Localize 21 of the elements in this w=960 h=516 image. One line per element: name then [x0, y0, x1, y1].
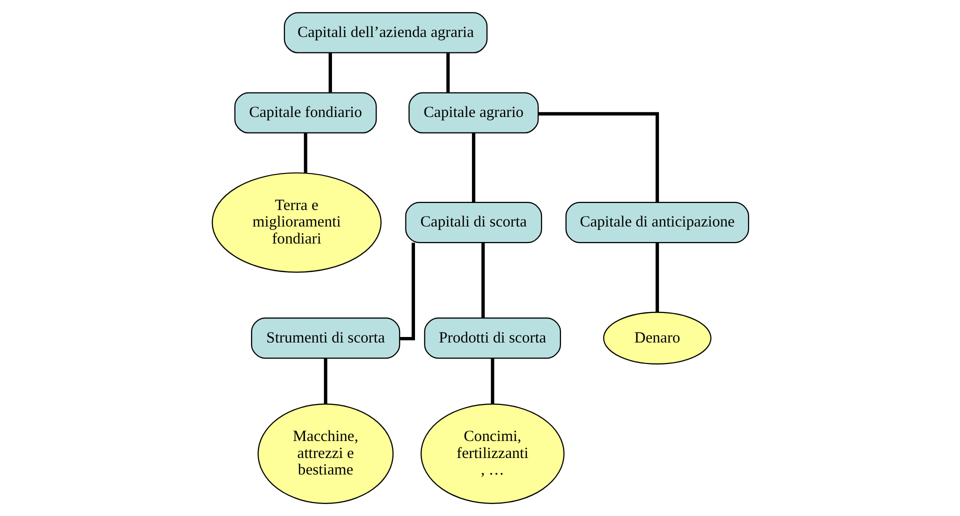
node-ellipse: Denaro [602, 312, 711, 364]
node-box: Capitale agrario [408, 92, 538, 134]
connector [399, 242, 414, 340]
connector [323, 358, 327, 404]
node-ellipse: Concimi, fertilizzanti , … [420, 404, 564, 504]
connector [538, 112, 658, 202]
node-box: Capitali dell’azienda agraria [283, 12, 488, 54]
node-ellipse: Macchine, attrezzi e bestiame [257, 404, 394, 504]
connector [471, 132, 475, 202]
connector [303, 132, 307, 173]
node-box: Strumenti di scorta [250, 318, 400, 359]
node-box: Capitale fondiario [234, 92, 376, 134]
connector [490, 358, 494, 404]
connector [655, 242, 658, 312]
connector [480, 242, 484, 318]
node-box: Capitale di anticipazione [564, 202, 749, 244]
node-box: Prodotti di scorta [424, 318, 560, 359]
connector [446, 52, 450, 92]
node-ellipse: Terra e miglioramenti fondiari [211, 172, 382, 273]
connector [328, 52, 332, 92]
node-box: Capitali di scorta [404, 202, 542, 244]
